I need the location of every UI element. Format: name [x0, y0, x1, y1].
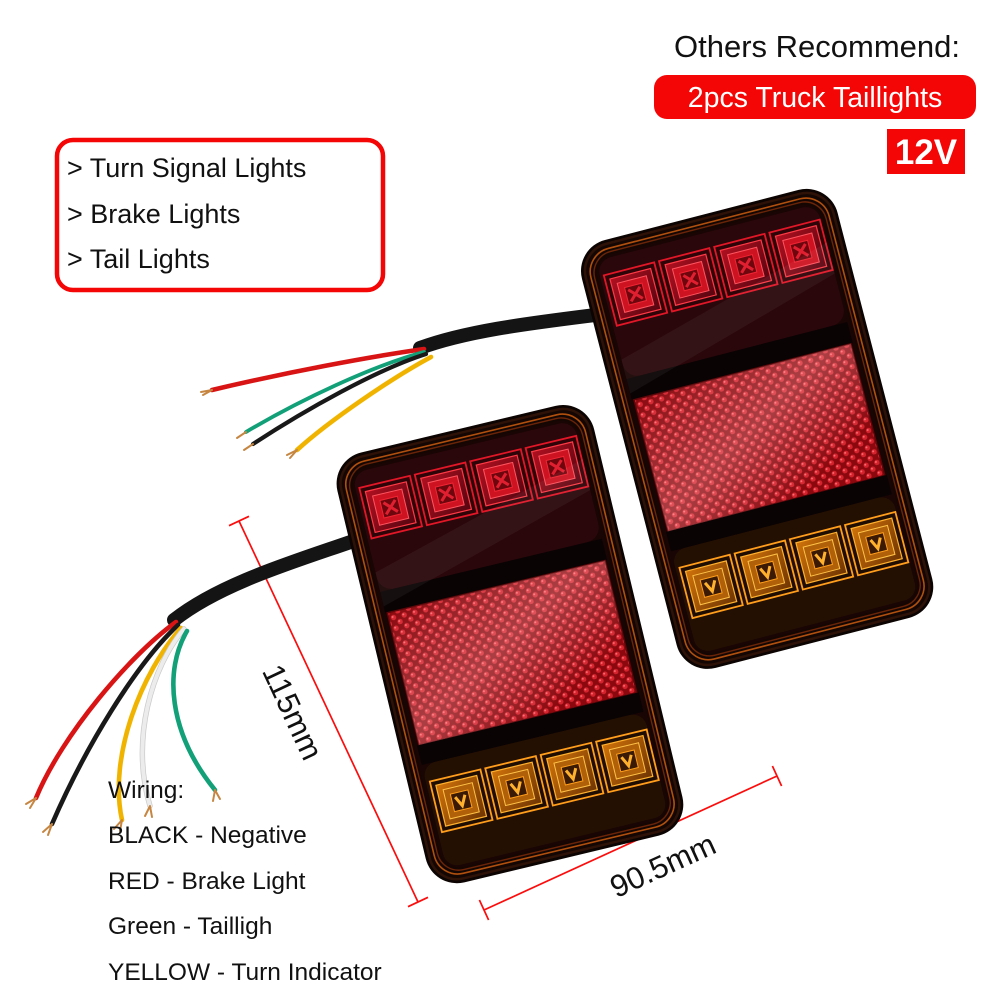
wire-harness-left	[25, 531, 369, 836]
dimension-tick	[478, 899, 490, 921]
feature-item-tail: > Tail Lights	[67, 244, 210, 274]
dimension-tick	[407, 896, 429, 908]
wire-yellow	[116, 625, 184, 823]
dimension-line	[483, 775, 778, 911]
wiring-title: Wiring:	[108, 777, 184, 804]
wire-red	[33, 619, 179, 801]
wire-copper-tips	[200, 389, 298, 459]
feature-item-turn-signal: > Turn Signal Lights	[67, 153, 306, 183]
dimension-width-annotation	[478, 765, 783, 921]
wire-white	[140, 627, 186, 808]
wire-green	[171, 628, 218, 793]
dimension-tick	[228, 515, 250, 527]
others-recommend-heading: Others Recommend:	[674, 29, 960, 64]
voltage-badge-label: 12V	[895, 133, 958, 172]
dimension-line	[238, 520, 419, 903]
features-box	[54, 137, 386, 293]
wiring-line-red: RED - Brake Light	[108, 868, 306, 895]
wiring-line-green: Green - Tailligh	[108, 913, 272, 940]
wire-black	[250, 351, 429, 447]
dimension-tick	[771, 765, 783, 787]
dimension-height-annotation	[228, 515, 429, 908]
wire-red	[209, 346, 427, 393]
wire-yellow	[294, 354, 434, 453]
wiring-line-black: BLACK - Negative	[108, 822, 307, 849]
wiring-line-yellow: YELLOW - Turn Indicator	[108, 959, 382, 986]
recommend-banner	[654, 75, 976, 119]
voltage-badge	[887, 129, 965, 174]
cable-sheath	[167, 531, 369, 627]
feature-item-brake: > Brake Lights	[67, 199, 240, 229]
wire-black	[49, 622, 181, 827]
wire-copper-tips	[25, 789, 221, 836]
wire-green	[244, 350, 426, 434]
recommend-banner-label: 2pcs Truck Taillights	[688, 82, 943, 114]
